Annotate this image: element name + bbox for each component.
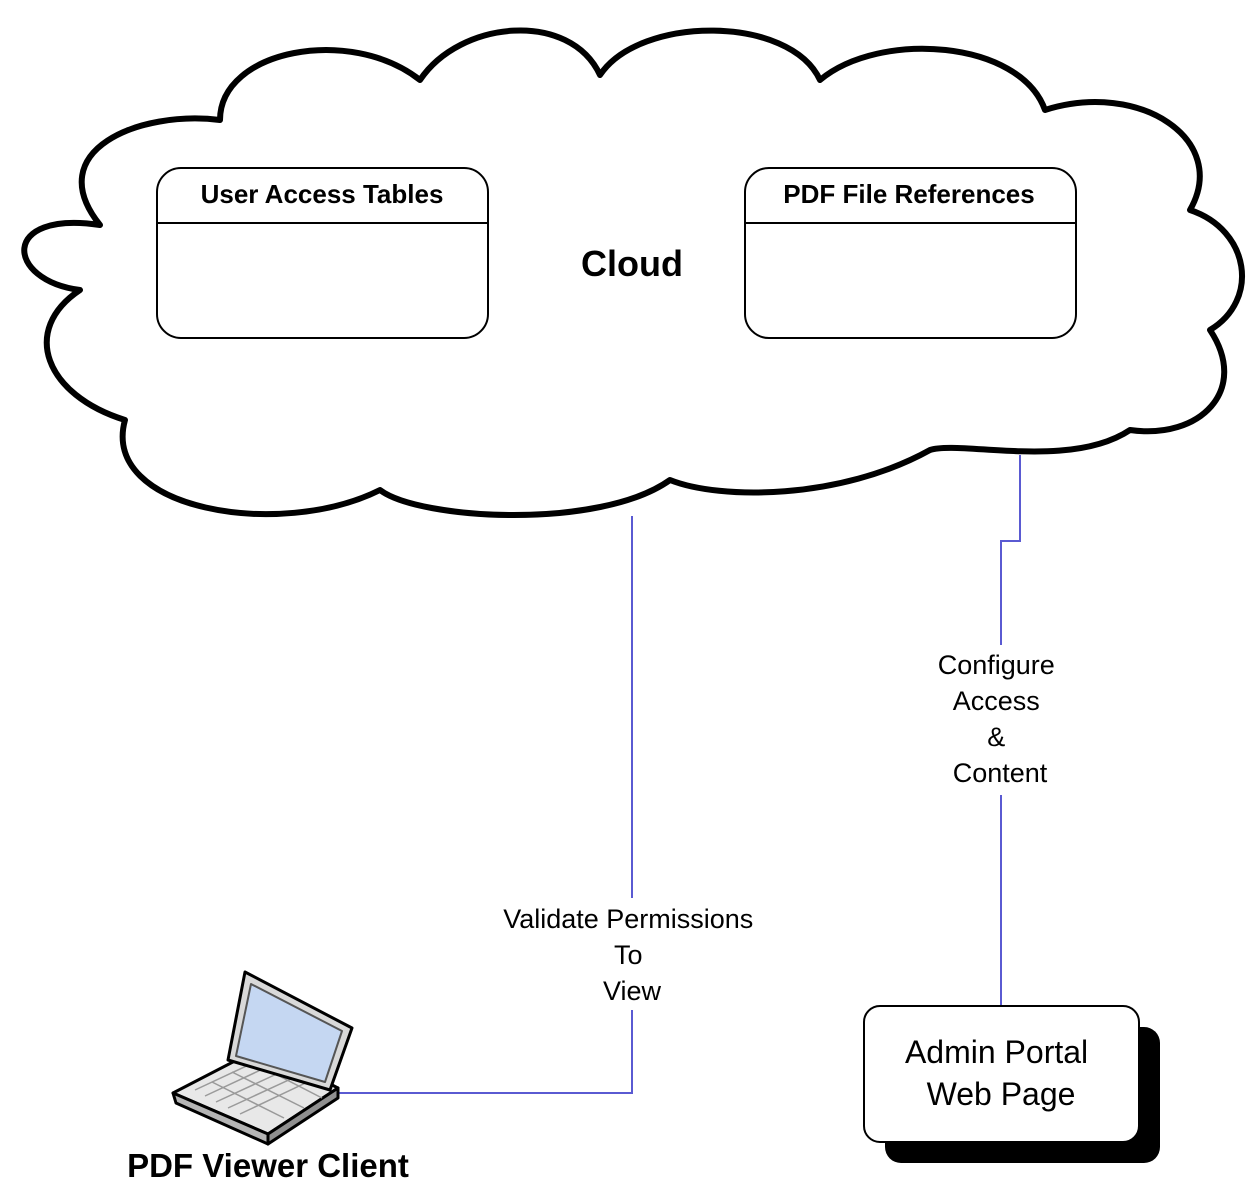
viewer-connector-label-line-1: Validate Permissions [503,904,753,934]
user-access-tables-box: User Access Tables [156,167,489,339]
cloud-label: Cloud [581,243,683,284]
admin-connector: Configure Access & Content [925,455,1077,1005]
admin-connector-label-line-3: & [987,722,1005,752]
admin-connector-label: Configure Access & Content [938,650,1063,788]
laptop-icon [171,970,354,1146]
admin-portal-label-line-1: Admin Portal [905,1034,1088,1070]
pdf-file-references-box: PDF File References [744,167,1077,339]
viewer-client-label: PDF Viewer Client [127,1147,409,1184]
admin-portal-label-line-2: Web Page [927,1076,1076,1112]
cloud-shape [21,27,1246,518]
viewer-connector-line [332,516,633,1094]
viewer-connector-label-line-3: View [603,976,662,1006]
admin-connector-label-line-4: Content [953,758,1048,788]
admin-connector-label-line-1: Configure [938,650,1055,680]
pdf-file-references-title: PDF File References [783,179,1034,209]
user-access-tables-title: User Access Tables [201,179,444,209]
admin-portal-label: Admin Portal Web Page [905,1034,1097,1112]
viewer-connector-label-line-2: To [614,940,643,970]
viewer-connector-label: Validate Permissions To View [503,904,761,1006]
admin-portal-box: Admin Portal Web Page [863,1005,1160,1163]
viewer-connector: Validate Permissions To View [332,516,776,1094]
laptop-screen [235,983,343,1083]
admin-connector-label-line-2: Access [953,686,1040,716]
